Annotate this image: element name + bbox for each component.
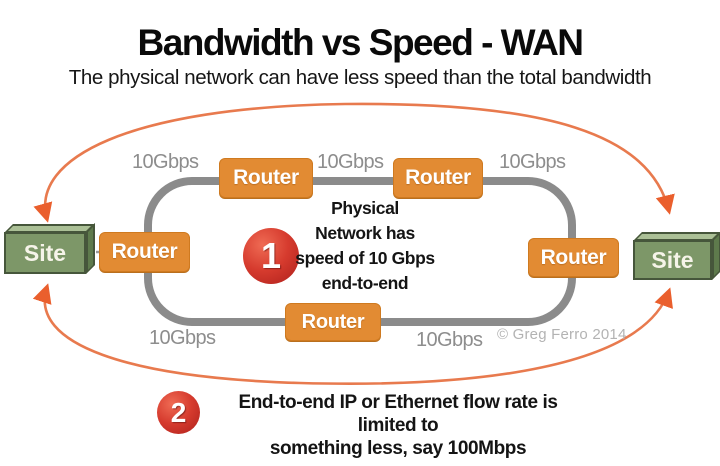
- page-subtitle: The physical network can have less speed…: [68, 66, 652, 89]
- step-number: 2: [170, 396, 187, 428]
- step-number: 1: [260, 235, 282, 276]
- copyright-text: © Greg Ferro 2014: [497, 326, 627, 343]
- annotation-flow-rate: End-to-end IP or Ethernet flow rate is l…: [213, 391, 583, 460]
- annotation-line: Physical: [331, 198, 399, 218]
- router-label: Router: [405, 166, 471, 189]
- link-label-top-right: 10Gbps: [499, 151, 566, 173]
- router-box-top-left: Router: [219, 158, 313, 198]
- link-label-bottom-left: 10Gbps: [149, 327, 216, 349]
- router-box-right: Router: [528, 238, 619, 277]
- router-box-top-right: Router: [393, 158, 483, 198]
- annotation-line: End-to-end IP or Ethernet flow rate is l…: [238, 392, 558, 436]
- router-label: Router: [301, 310, 365, 333]
- annotation-line: something less, say 100Mbps: [269, 438, 527, 459]
- router-box-bottom: Router: [285, 303, 381, 341]
- annotation-line: speed of 10 Gbps: [295, 248, 435, 268]
- site-box-front-face: Site: [633, 240, 712, 280]
- flow-loop-top-arrow: [33, 102, 675, 223]
- site-label: Site: [23, 239, 67, 266]
- step-1-badge: 1: [243, 228, 299, 284]
- router-label: Router: [233, 166, 299, 189]
- annotation-line: Network has: [315, 223, 415, 243]
- router-label: Router: [540, 245, 607, 269]
- site-label: Site: [651, 246, 694, 273]
- step-2-badge: 2: [157, 391, 200, 434]
- site-box-side-face: [86, 223, 95, 274]
- flow-loop-bottom-arrow: [32, 283, 673, 385]
- link-label-top-middle: 10Gbps: [317, 151, 384, 173]
- site-box-side-face: [712, 231, 720, 280]
- annotation-physical-network: Physical Network has speed of 10 Gbps en…: [290, 196, 440, 296]
- annotation-line: end-to-end: [321, 273, 409, 293]
- router-label: Router: [111, 240, 178, 263]
- site-box-front-face: Site: [4, 232, 86, 274]
- page-title: Bandwidth vs Speed - WAN: [137, 22, 584, 63]
- link-label-top-left: 10Gbps: [132, 151, 199, 173]
- router-box-left: Router: [99, 232, 190, 272]
- link-label-bottom-right: 10Gbps: [416, 329, 483, 351]
